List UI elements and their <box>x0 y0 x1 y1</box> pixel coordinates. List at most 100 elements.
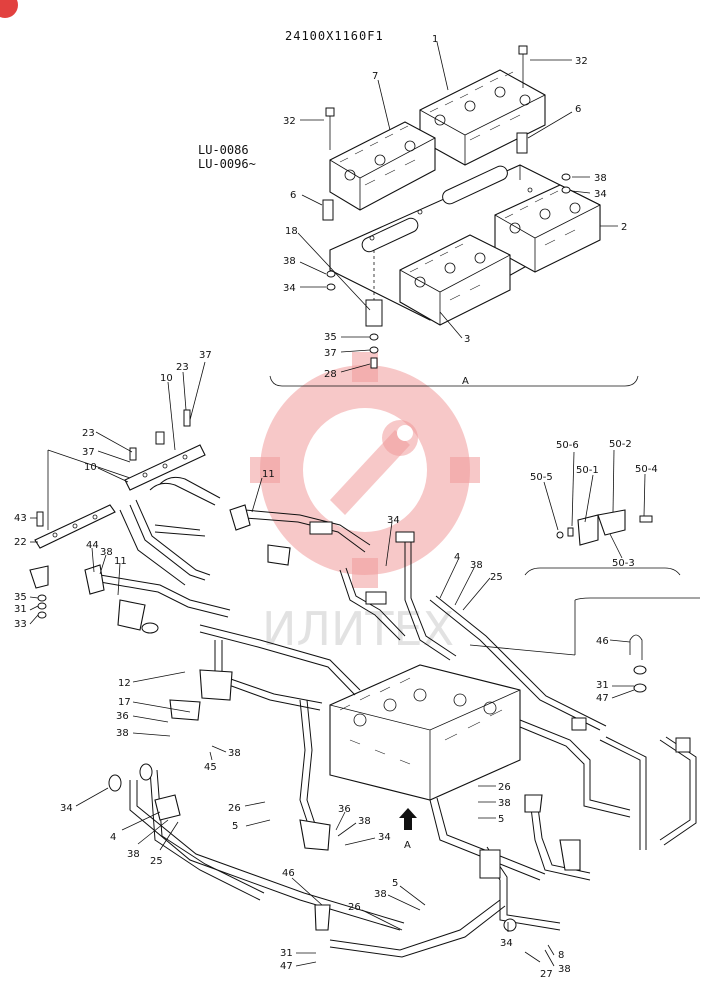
svg-text:2: 2 <box>621 222 627 233</box>
svg-text:50-6: 50-6 <box>556 440 579 451</box>
watermark-gear-logo <box>250 352 480 588</box>
svg-text:38: 38 <box>358 816 371 827</box>
svg-text:50-5: 50-5 <box>530 472 553 483</box>
svg-text:36: 36 <box>116 711 129 722</box>
left-callouts: 10 23 37 23 37 10 43 22 44 38 11 35 31 3… <box>14 350 275 630</box>
svg-text:35: 35 <box>324 332 337 343</box>
svg-text:38: 38 <box>116 728 129 739</box>
svg-text:35: 35 <box>14 592 27 603</box>
svg-text:38: 38 <box>594 173 607 184</box>
svg-text:38: 38 <box>498 798 511 809</box>
section-mark: A <box>462 376 469 387</box>
svg-text:28: 28 <box>324 369 337 380</box>
svg-text:33: 33 <box>14 619 27 630</box>
corner-badge <box>0 0 18 18</box>
svg-text:44: 44 <box>86 540 99 551</box>
svg-text:43: 43 <box>14 513 27 524</box>
svg-text:31: 31 <box>14 604 27 615</box>
svg-text:47: 47 <box>596 693 609 704</box>
mount-bracket-18 <box>365 299 383 327</box>
view-arrow: A <box>399 808 417 851</box>
drawing-number: 24100X1160F1 <box>285 29 384 43</box>
control-valve-1 <box>419 69 546 166</box>
svg-text:50-1: 50-1 <box>576 465 599 476</box>
svg-text:34: 34 <box>387 515 400 526</box>
lower-left-callouts: 12 17 36 38 38 45 34 4 38 25 26 5 36 38 … <box>60 671 391 867</box>
svg-text:38: 38 <box>374 889 387 900</box>
lower-right-callouts: 26 38 5 38 5 46 26 31 47 34 27 8 38 <box>280 782 571 980</box>
left-tube-bundle <box>84 476 371 634</box>
svg-text:5: 5 <box>232 821 238 832</box>
svg-text:38: 38 <box>228 748 241 759</box>
svg-text:10: 10 <box>84 462 97 473</box>
arrow-label: A <box>404 840 411 851</box>
center-callouts: 34 4 38 25 <box>385 515 503 611</box>
svg-text:5: 5 <box>498 814 504 825</box>
svg-text:34: 34 <box>378 832 391 843</box>
svg-text:23: 23 <box>176 362 189 373</box>
bolt-32-left <box>325 107 335 150</box>
svg-text:37: 37 <box>82 447 95 458</box>
detail-46-bracket <box>469 597 700 656</box>
svg-text:31: 31 <box>596 680 609 691</box>
svg-text:34: 34 <box>594 189 607 200</box>
svg-text:8: 8 <box>558 950 564 961</box>
control-valve-3 <box>399 234 511 326</box>
svg-text:32: 32 <box>575 56 588 67</box>
svg-text:34: 34 <box>60 803 73 814</box>
svg-text:23: 23 <box>82 428 95 439</box>
svg-text:3: 3 <box>464 334 470 345</box>
svg-text:50-4: 50-4 <box>635 464 658 475</box>
svg-text:38: 38 <box>558 964 571 975</box>
svg-text:34: 34 <box>500 938 513 949</box>
svg-text:26: 26 <box>228 803 241 814</box>
svg-text:38: 38 <box>283 256 296 267</box>
model-code-2: LU-0096~ <box>198 157 256 171</box>
svg-text:46: 46 <box>282 868 295 879</box>
svg-text:25: 25 <box>490 572 503 583</box>
svg-text:25: 25 <box>150 856 163 867</box>
svg-text:26: 26 <box>498 782 511 793</box>
svg-text:1: 1 <box>432 34 438 45</box>
upper-callouts: 1 32 6 7 32 6 38 34 2 18 38 34 3 35 37 2… <box>283 34 627 380</box>
svg-text:32: 32 <box>283 116 296 127</box>
svg-text:7: 7 <box>372 71 378 82</box>
svg-text:45: 45 <box>204 762 217 773</box>
svg-text:27: 27 <box>540 969 553 980</box>
svg-text:38: 38 <box>100 547 113 558</box>
svg-text:5: 5 <box>392 878 398 889</box>
watermark-text: ИЛИТЕХ <box>262 602 454 656</box>
control-valve-7 <box>329 121 436 211</box>
svg-text:12: 12 <box>118 678 131 689</box>
svg-text:4: 4 <box>454 552 460 563</box>
svg-text:17: 17 <box>118 697 131 708</box>
svg-text:6: 6 <box>575 104 581 115</box>
svg-text:11: 11 <box>262 469 275 480</box>
svg-text:36: 36 <box>338 804 351 815</box>
hydraulic-pipework <box>108 531 697 958</box>
left-bracket-parts <box>29 409 206 619</box>
svg-text:37: 37 <box>199 350 212 361</box>
control-valve-2 <box>494 184 601 273</box>
svg-text:34: 34 <box>283 283 296 294</box>
svg-text:10: 10 <box>160 373 173 384</box>
svg-text:4: 4 <box>110 832 116 843</box>
spacer-6-left <box>322 199 334 221</box>
svg-text:11: 11 <box>114 556 127 567</box>
svg-text:18: 18 <box>285 226 298 237</box>
installed-control-valve <box>329 664 521 801</box>
svg-text:26: 26 <box>348 902 361 913</box>
model-code-1: LU-0086 <box>198 143 249 157</box>
svg-text:37: 37 <box>324 348 337 359</box>
detail-46-callouts: 46 31 47 <box>596 636 635 704</box>
svg-text:50-3: 50-3 <box>612 558 635 569</box>
detail-50: 50-5 50-6 50-1 50-2 50-4 50-3 <box>524 439 681 576</box>
svg-text:50-2: 50-2 <box>609 439 632 450</box>
svg-text:22: 22 <box>14 537 27 548</box>
bolt-32-right <box>518 45 528 88</box>
svg-text:6: 6 <box>290 190 296 201</box>
svg-text:38: 38 <box>127 849 140 860</box>
section-bracket <box>269 375 639 387</box>
svg-text:46: 46 <box>596 636 609 647</box>
